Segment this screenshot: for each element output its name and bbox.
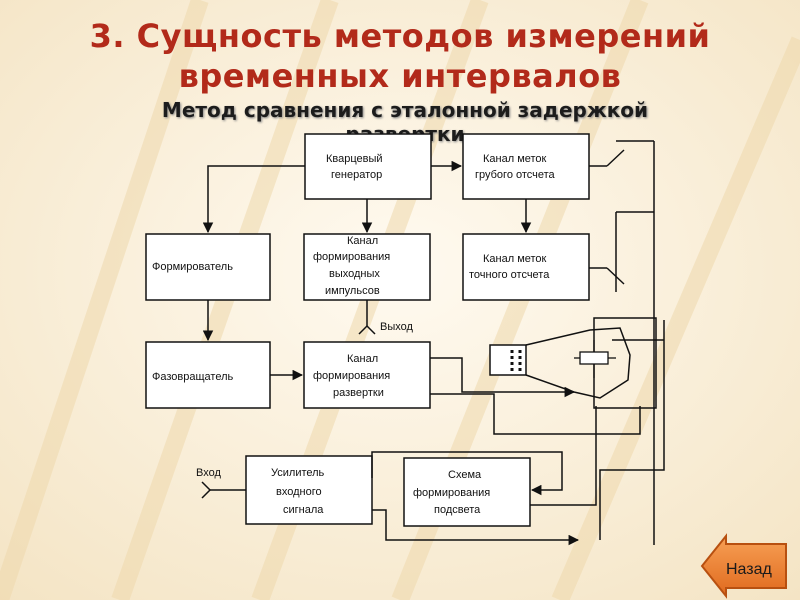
block-output-channel: Канал формирования выходных импульсов <box>303 233 431 301</box>
block-former-text: Формирователь <box>152 261 233 273</box>
back-button[interactable] <box>700 534 790 598</box>
subtitle-line-1: Метод сравнения с эталонной задержкой <box>161 98 649 122</box>
block-quartz-generator-text: Кварцевый генератор <box>326 153 386 181</box>
block-coarse-marks: Канал меток грубого отсчета <box>462 133 590 200</box>
block-highlight-scheme: Схема формирования подсвета <box>403 457 531 527</box>
block-fine-marks-text: Канал меток точного отсчета <box>469 253 550 281</box>
block-fine-marks: Канал меток точного отсчета <box>462 233 590 301</box>
block-input-amplifier-text: Усилитель входного сигнала <box>271 467 327 516</box>
output-terminal-label: Выход <box>380 321 413 333</box>
block-sweep-channel-text: Канал формирования развертки <box>313 353 393 399</box>
title-line-2: временных интервалов <box>178 57 622 95</box>
wires <box>201 140 665 546</box>
block-output-channel-text: Канал формирования выходных импульсов <box>313 235 393 297</box>
slide-title: 3. Сущность методов измерений временных … <box>40 16 760 96</box>
block-input-amplifier: Усилитель входного сигнала <box>245 455 373 525</box>
block-quartz-generator: Кварцевый генератор <box>304 133 432 200</box>
block-sweep-channel: Канал формирования развертки <box>303 341 431 409</box>
title-line-1: 3. Сущность методов измерений <box>89 17 711 55</box>
block-former: Формирователь <box>145 233 271 301</box>
block-phase-shifter: Фазовращатель <box>145 341 271 409</box>
block-phase-shifter-text: Фазовращатель <box>152 371 233 383</box>
block-highlight-scheme-text: Схема формирования подсвета <box>413 469 493 516</box>
block-coarse-marks-text: Канал меток грубого отсчета <box>475 153 556 181</box>
crt-tube <box>489 317 657 409</box>
input-terminal-label: Вход <box>196 467 221 479</box>
